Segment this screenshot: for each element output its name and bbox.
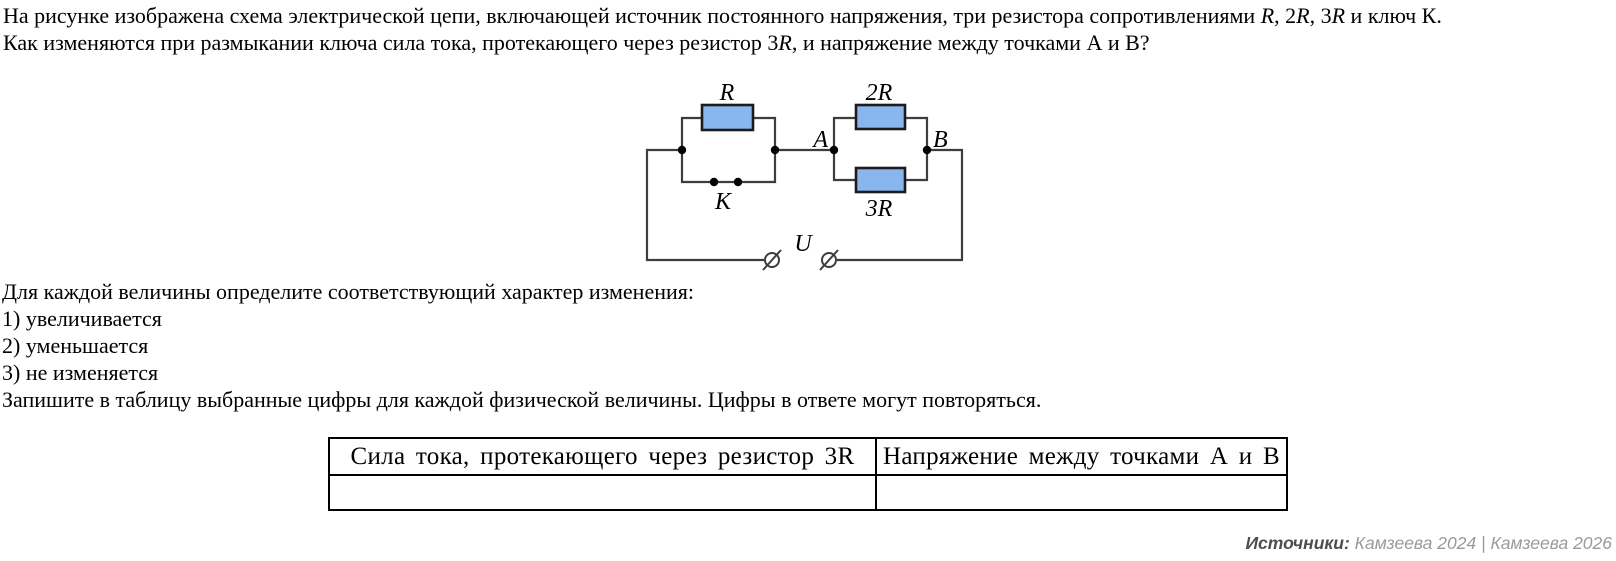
source-terminal-right-icon (819, 249, 839, 271)
node-b-label: B (933, 127, 948, 153)
wire-right-loop (837, 148, 964, 262)
node-a-label: A (811, 127, 828, 153)
answer-table: Сила тока, протекающего через резистор 3… (328, 437, 1288, 511)
answer-table-header-voltage: Напряжение между точками А и В (875, 437, 1288, 476)
source-value-text: Камзеева 2024 | Камзеева 2026 (1354, 533, 1612, 553)
node-b-dot (922, 145, 932, 155)
resistor-r-label: R (719, 80, 735, 106)
source-label: U (794, 231, 813, 257)
instructions-block: Для каждой величины определите соответст… (2, 278, 1041, 413)
instructions-intro: Для каждой величины определите соответст… (2, 279, 695, 304)
wire-left-loop (645, 148, 765, 262)
resistor-2r (854, 103, 907, 131)
answer-cell-voltage[interactable] (875, 474, 1288, 511)
option-3: 3) не изменяется (2, 360, 159, 385)
node-a-dot (829, 145, 839, 155)
source-terminal-left-icon (762, 249, 782, 271)
resistor-r (700, 103, 755, 132)
wire-branch-switch (680, 150, 777, 184)
answer-table-header-current: Сила тока, протекающего через резистор 3… (328, 437, 877, 476)
option-1: 1) увеличивается (2, 306, 162, 331)
junction-right-dot (770, 145, 780, 155)
instructions-outro: Запишите в таблицу выбранные цифры для к… (2, 387, 1042, 412)
switch-contact-left-dot (709, 177, 719, 187)
problem-line-2: Как изменяются при размыкании ключа сила… (3, 29, 1150, 55)
resistor-2r-label: 2R (866, 80, 893, 106)
junction-left-dot (677, 145, 687, 155)
switch-label: K (714, 189, 733, 215)
source-label-text: Источники: (1245, 533, 1350, 553)
problem-line-1: На рисунке изображена схема электрическо… (3, 3, 1442, 28)
answer-cell-current[interactable] (328, 474, 877, 511)
source-attribution: Источники: Камзеева 2024 | Камзеева 2026 (1245, 533, 1612, 554)
problem-statement: На рисунке изображена схема электрическо… (3, 3, 1442, 56)
option-2: 2) уменьшается (2, 333, 149, 358)
resistor-3r-label: 3R (865, 196, 893, 222)
resistor-3r (854, 166, 907, 194)
switch-contact-right-dot (733, 177, 743, 187)
